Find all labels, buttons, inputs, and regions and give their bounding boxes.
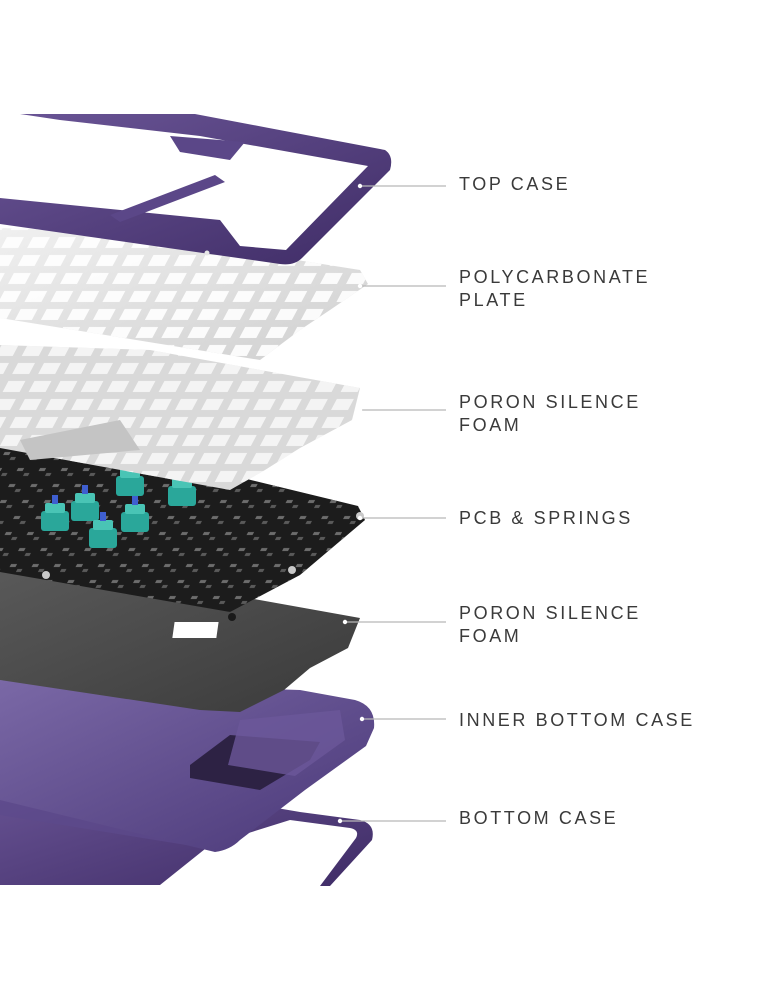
label-pcb-springs: PCB & SPRINGS [459, 507, 633, 530]
leader-dot-pcb-springs [357, 515, 363, 521]
leader-lines [337, 183, 446, 824]
leader-dot-inner-bottom-case [359, 716, 365, 722]
label-top-case: TOP CASE [459, 173, 570, 196]
leader-dot-polycarbonate-plate [357, 283, 363, 289]
label-poron-silence-foam-upper-line-1: PORON SILENCE [459, 392, 641, 412]
switch-3 [41, 495, 69, 531]
switch-4 [71, 485, 99, 521]
label-poron-silence-foam-lower-line-1: PORON SILENCE [459, 603, 641, 623]
leader-dot-bottom-case [337, 818, 343, 824]
label-pcb-springs-line-1: PCB & SPRINGS [459, 508, 633, 528]
inner-bottom-case-layer [0, 680, 375, 852]
leader-dot-poron-silence-foam-lower [342, 619, 348, 625]
label-poron-silence-foam-lower: PORON SILENCE FOAM [459, 602, 641, 648]
switch-5 [89, 512, 117, 548]
top-case-layer [0, 114, 392, 265]
label-bottom-case: BOTTOM CASE [459, 807, 618, 830]
poron-foam-upper-layer [0, 345, 360, 490]
label-poron-silence-foam-upper-line-2: FOAM [459, 415, 522, 435]
label-bottom-case-line-1: BOTTOM CASE [459, 808, 619, 828]
label-polycarbonate-plate-line-2: PLATE [459, 290, 528, 310]
switch-6 [121, 496, 149, 532]
leader-dot-top-case [357, 183, 363, 189]
label-polycarbonate-plate: POLYCARBONATE PLATE [459, 266, 650, 312]
poron-foam-lower-layer [0, 558, 360, 712]
leader-dot-poron-silence-foam-upper [357, 407, 363, 413]
label-top-case-line-1: TOP CASE [459, 174, 571, 194]
label-poron-silence-foam-upper: PORON SILENCE FOAM [459, 391, 641, 437]
label-polycarbonate-plate-line-1: POLYCARBONATE [459, 267, 651, 287]
label-inner-bottom-case: INNER BOTTOM CASE [459, 709, 695, 732]
label-inner-bottom-case-line-1: INNER BOTTOM CASE [459, 710, 695, 730]
label-poron-silence-foam-lower-line-2: FOAM [459, 626, 522, 646]
